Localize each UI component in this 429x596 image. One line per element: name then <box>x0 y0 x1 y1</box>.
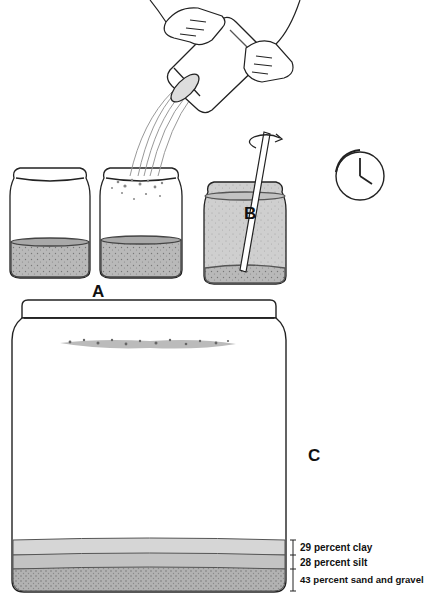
layer-label: 43 percent sand and gravel <box>300 575 424 586</box>
water-splash <box>111 179 163 200</box>
stirring-stick <box>240 132 270 272</box>
layer-label: 29 percent clay <box>300 542 372 553</box>
sediment-layers <box>13 538 285 591</box>
hands <box>150 0 300 82</box>
layer-brackets <box>290 540 296 591</box>
rotation-arrow <box>249 134 282 148</box>
water-stream <box>130 92 191 176</box>
panel-letter: A <box>92 283 104 302</box>
jar-a-left <box>10 168 90 278</box>
floating-organic-matter <box>60 339 236 349</box>
panel-letter: B <box>244 205 256 224</box>
panel-letter: C <box>308 447 320 466</box>
clock <box>336 150 384 200</box>
jar-a-right <box>100 168 182 278</box>
layer-label: 28 percent silt <box>300 557 367 568</box>
jar-c <box>12 300 286 592</box>
